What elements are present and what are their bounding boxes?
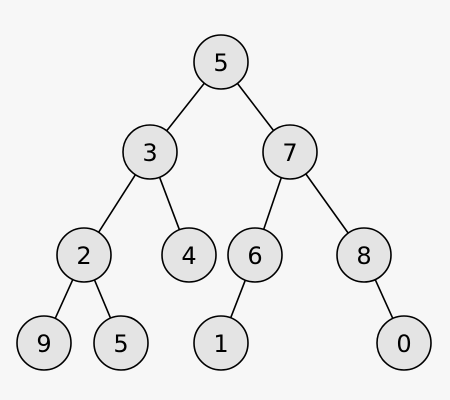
tree-node-label: 5 [213, 49, 228, 77]
tree-node-circle [56, 227, 112, 283]
tree-node: 7 [262, 124, 318, 180]
tree-edge-n-ll-n-lll [54, 279, 74, 319]
tree-edge-n-rr-n-rrr [374, 279, 394, 319]
tree-edge-n-r-n-rr [305, 173, 349, 234]
edges-layer [54, 82, 394, 319]
tree-edge-n-l-n-lr [158, 177, 181, 230]
tree-node-label: 4 [181, 242, 196, 270]
tree-node-circle [336, 227, 392, 283]
tree-node-label: 6 [247, 242, 262, 270]
tree-edge-n-r-n-rl [262, 177, 283, 230]
tree-node: 5 [193, 34, 249, 90]
tree-node: 6 [227, 227, 283, 283]
tree-node-circle [376, 315, 432, 371]
tree-node: 1 [193, 315, 249, 371]
tree-node-circle [262, 124, 318, 180]
tree-edge-n-ll-n-llr [93, 279, 112, 319]
tree-node-label: 8 [356, 242, 371, 270]
tree-node: 5 [93, 315, 149, 371]
tree-node-circle [193, 315, 249, 371]
tree-node: 2 [56, 227, 112, 283]
tree-node-circle [193, 34, 249, 90]
nodes-layer: 5 3 7 2 4 6 8 9 5 1 0 [16, 34, 432, 371]
tree-node-label: 5 [113, 330, 128, 358]
tree-node: 0 [376, 315, 432, 371]
tree-node: 4 [161, 227, 217, 283]
tree-node-label: 0 [396, 330, 411, 358]
tree-node-label: 7 [282, 139, 297, 167]
tree-edge-n-l-n-ll [97, 174, 137, 233]
tree-node-label: 9 [36, 330, 51, 358]
tree-node: 3 [122, 124, 178, 180]
tree-node: 8 [336, 227, 392, 283]
tree-node-circle [93, 315, 149, 371]
tree-node-label: 2 [76, 242, 91, 270]
tree-edge-n-rl-n-rll [229, 279, 247, 319]
tree-node: 9 [16, 315, 72, 371]
tree-node-label: 1 [213, 330, 228, 358]
tree-node-circle [122, 124, 178, 180]
tree-node-circle [16, 315, 72, 371]
tree-node-circle [227, 227, 283, 283]
tree-edge-n-root-n-l [166, 82, 205, 132]
tree-node-label: 3 [142, 139, 157, 167]
tree-edge-n-root-n-r [236, 82, 275, 132]
tree-node-circle [161, 227, 217, 283]
